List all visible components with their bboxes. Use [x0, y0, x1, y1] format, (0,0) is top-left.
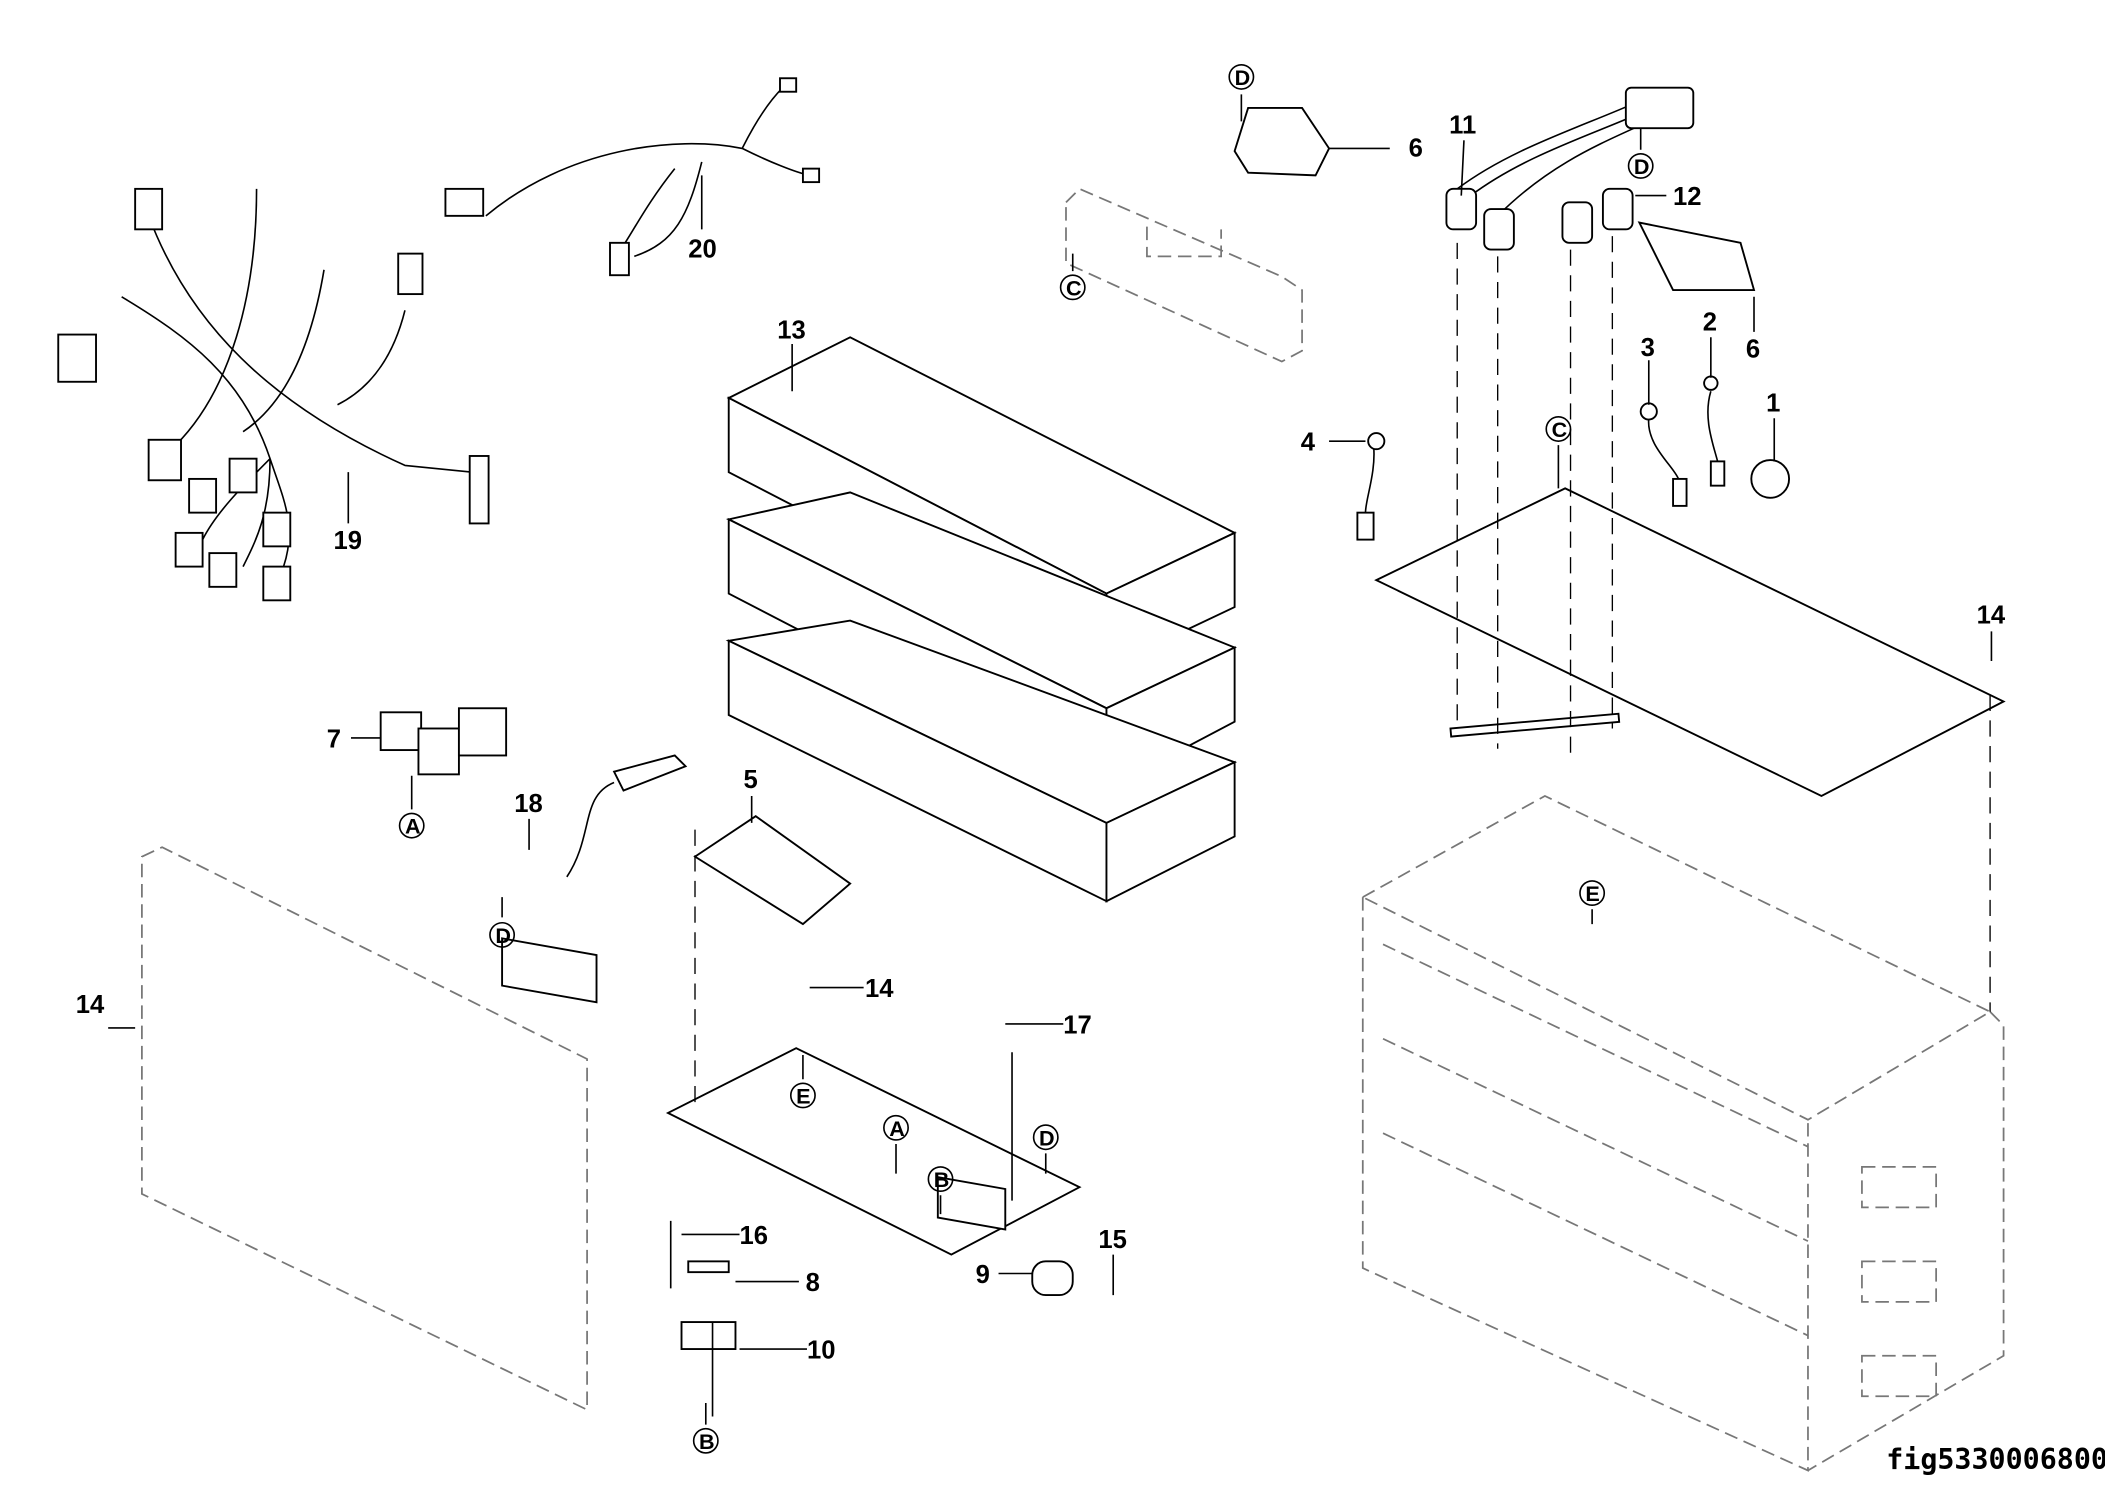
module-18 [501, 754, 688, 1004]
svg-text:D: D [1634, 154, 1650, 179]
callout-20: 20 [688, 236, 717, 264]
bracket-phantom [1065, 187, 1303, 363]
wire-harness-19 [57, 187, 490, 602]
svg-text:D: D [495, 923, 511, 948]
wire-harness-20 [444, 77, 821, 277]
side-panel [141, 846, 588, 1412]
svg-text:E: E [796, 1084, 810, 1109]
callout-10: 10 [807, 1336, 836, 1364]
callout-19: 19 [333, 527, 362, 555]
svg-text:D: D [1039, 1125, 1055, 1150]
battery-frame [1360, 794, 2005, 1472]
svg-text:A: A [405, 814, 421, 839]
callout-4: 4 [1301, 429, 1316, 457]
svg-text:C: C [1552, 417, 1568, 442]
callout-6-top: 6 [1409, 134, 1423, 162]
svg-text:E: E [1585, 881, 1599, 906]
charger-receptacle-6 [1233, 106, 1390, 177]
callout-9: 9 [976, 1261, 990, 1289]
top-plate-components [1356, 375, 1791, 738]
callout-8: 8 [806, 1269, 820, 1297]
svg-text:A: A [889, 1116, 905, 1141]
svg-text:B: B [699, 1429, 715, 1454]
svg-text:D: D [1235, 65, 1251, 90]
callout-18: 18 [514, 790, 543, 818]
callout-17: 17 [1063, 1011, 1092, 1039]
reference-marks: D D D D C C A A B B E E [398, 63, 1654, 1454]
callout-15: 15 [1098, 1226, 1127, 1254]
callout-14-left: 14 [76, 991, 105, 1019]
callout-1: 1 [1766, 389, 1780, 417]
base-plate-components [669, 236, 1991, 1417]
battery-cables-11 [1445, 86, 1756, 291]
callout-14-center: 14 [865, 975, 894, 1003]
top-cover-plate [1374, 487, 2006, 797]
callout-16: 16 [740, 1222, 769, 1250]
controller-5 [693, 815, 852, 926]
callout-13: 13 [777, 317, 806, 345]
callout-3: 3 [1641, 334, 1655, 362]
battery-stack-13 [725, 336, 1238, 903]
callout-14-right: 14 [1977, 601, 2006, 629]
leader-lines [108, 94, 1993, 1425]
callout-12: 12 [1673, 183, 1702, 211]
battery-bottom [725, 619, 1238, 903]
base-plate [665, 1047, 1082, 1256]
callout-11: 11 [1449, 112, 1476, 140]
figure-id: fig5330006800 [1886, 1443, 2105, 1476]
callout-5: 5 [744, 766, 758, 794]
callout-7: 7 [327, 725, 341, 753]
svg-text:C: C [1066, 275, 1082, 300]
callout-2: 2 [1703, 309, 1717, 337]
callout-6-right: 6 [1746, 335, 1760, 363]
svg-text:B: B [934, 1167, 950, 1192]
contactor-7 [379, 707, 508, 776]
